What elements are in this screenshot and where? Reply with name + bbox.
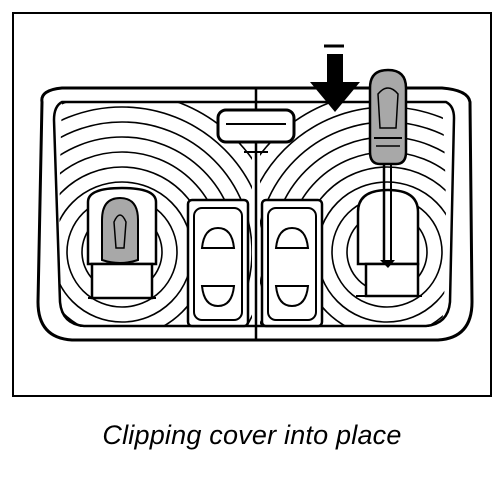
left-switch [186, 198, 250, 328]
left-bulb-icon [86, 186, 158, 300]
down-arrow-icon [310, 44, 360, 112]
right-switch [260, 198, 324, 328]
illustration-frame [12, 12, 492, 397]
courtesy-lamp-diagram [36, 44, 474, 342]
right-bulb-holder [356, 188, 422, 298]
figure-caption: Clipping cover into place [102, 420, 402, 450]
centre-clip-tab [216, 108, 296, 144]
screwdriver-icon [368, 68, 408, 268]
